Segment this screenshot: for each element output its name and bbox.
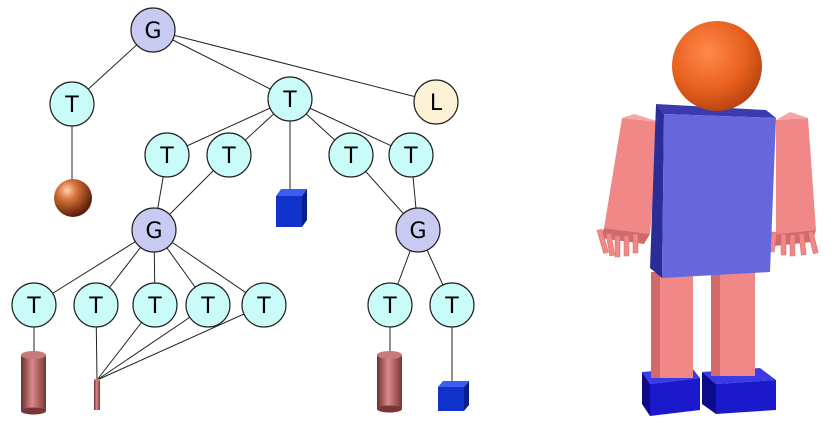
- edge: [152, 29, 437, 103]
- transform-node: T: [206, 132, 252, 178]
- right-foot: [702, 368, 776, 414]
- transform-node: T: [11, 282, 57, 328]
- edge: [152, 29, 291, 100]
- small-cylinder-leaf: [94, 378, 100, 410]
- head: [672, 21, 762, 111]
- cube-leaf: [276, 189, 307, 227]
- svg-text:L: L: [430, 91, 443, 116]
- transform-node: T: [185, 282, 231, 328]
- svg-text:T: T: [26, 294, 41, 319]
- svg-text:T: T: [221, 144, 236, 169]
- svg-text:T: T: [64, 93, 79, 118]
- left-hand: [596, 228, 639, 258]
- light-node: L: [413, 79, 459, 125]
- group-node-hand-right: G: [395, 207, 441, 253]
- transform-node: T: [328, 132, 374, 178]
- sphere-leaf: [54, 179, 92, 217]
- transform-node: T: [241, 282, 287, 328]
- svg-text:T: T: [382, 294, 397, 319]
- right-leg: [711, 272, 755, 376]
- svg-text:T: T: [403, 144, 418, 169]
- graph-leaves: [21, 179, 469, 415]
- cube-leaf: [438, 381, 469, 411]
- transform-node-arm-left: T: [144, 132, 190, 178]
- group-node-hand-left: G: [131, 207, 177, 253]
- transform-node-head: T: [49, 81, 95, 127]
- svg-text:T: T: [256, 294, 271, 319]
- graph-nodes: G T T L T T T: [11, 7, 475, 328]
- group-node-root: G: [130, 7, 176, 53]
- edge: [33, 229, 155, 306]
- svg-text:T: T: [88, 294, 103, 319]
- left-arm: [600, 114, 660, 244]
- graph-edges: [33, 29, 453, 385]
- left-leg: [651, 272, 693, 378]
- edge: [96, 304, 265, 381]
- svg-text:G: G: [409, 219, 426, 244]
- transform-node-arm-right: T: [388, 132, 434, 178]
- svg-text:T: T: [282, 88, 297, 113]
- cylinder-leaf: [21, 351, 46, 415]
- svg-text:T: T: [147, 294, 162, 319]
- svg-text:G: G: [144, 19, 161, 44]
- transform-node-body: T: [267, 76, 313, 122]
- right-arm: [774, 112, 816, 246]
- cylinder-leaf: [377, 351, 402, 413]
- svg-text:G: G: [145, 219, 162, 244]
- transform-node: T: [429, 282, 475, 328]
- scene-graph: G T T L T T T: [11, 7, 475, 415]
- svg-text:T: T: [343, 144, 358, 169]
- right-hand: [768, 230, 819, 257]
- svg-text:T: T: [200, 294, 215, 319]
- torso: [650, 104, 776, 278]
- transform-node: T: [132, 282, 178, 328]
- transform-node: T: [367, 282, 413, 328]
- transform-node: T: [73, 282, 119, 328]
- svg-text:T: T: [444, 294, 459, 319]
- robot-figure: [596, 21, 819, 416]
- svg-text:T: T: [159, 144, 174, 169]
